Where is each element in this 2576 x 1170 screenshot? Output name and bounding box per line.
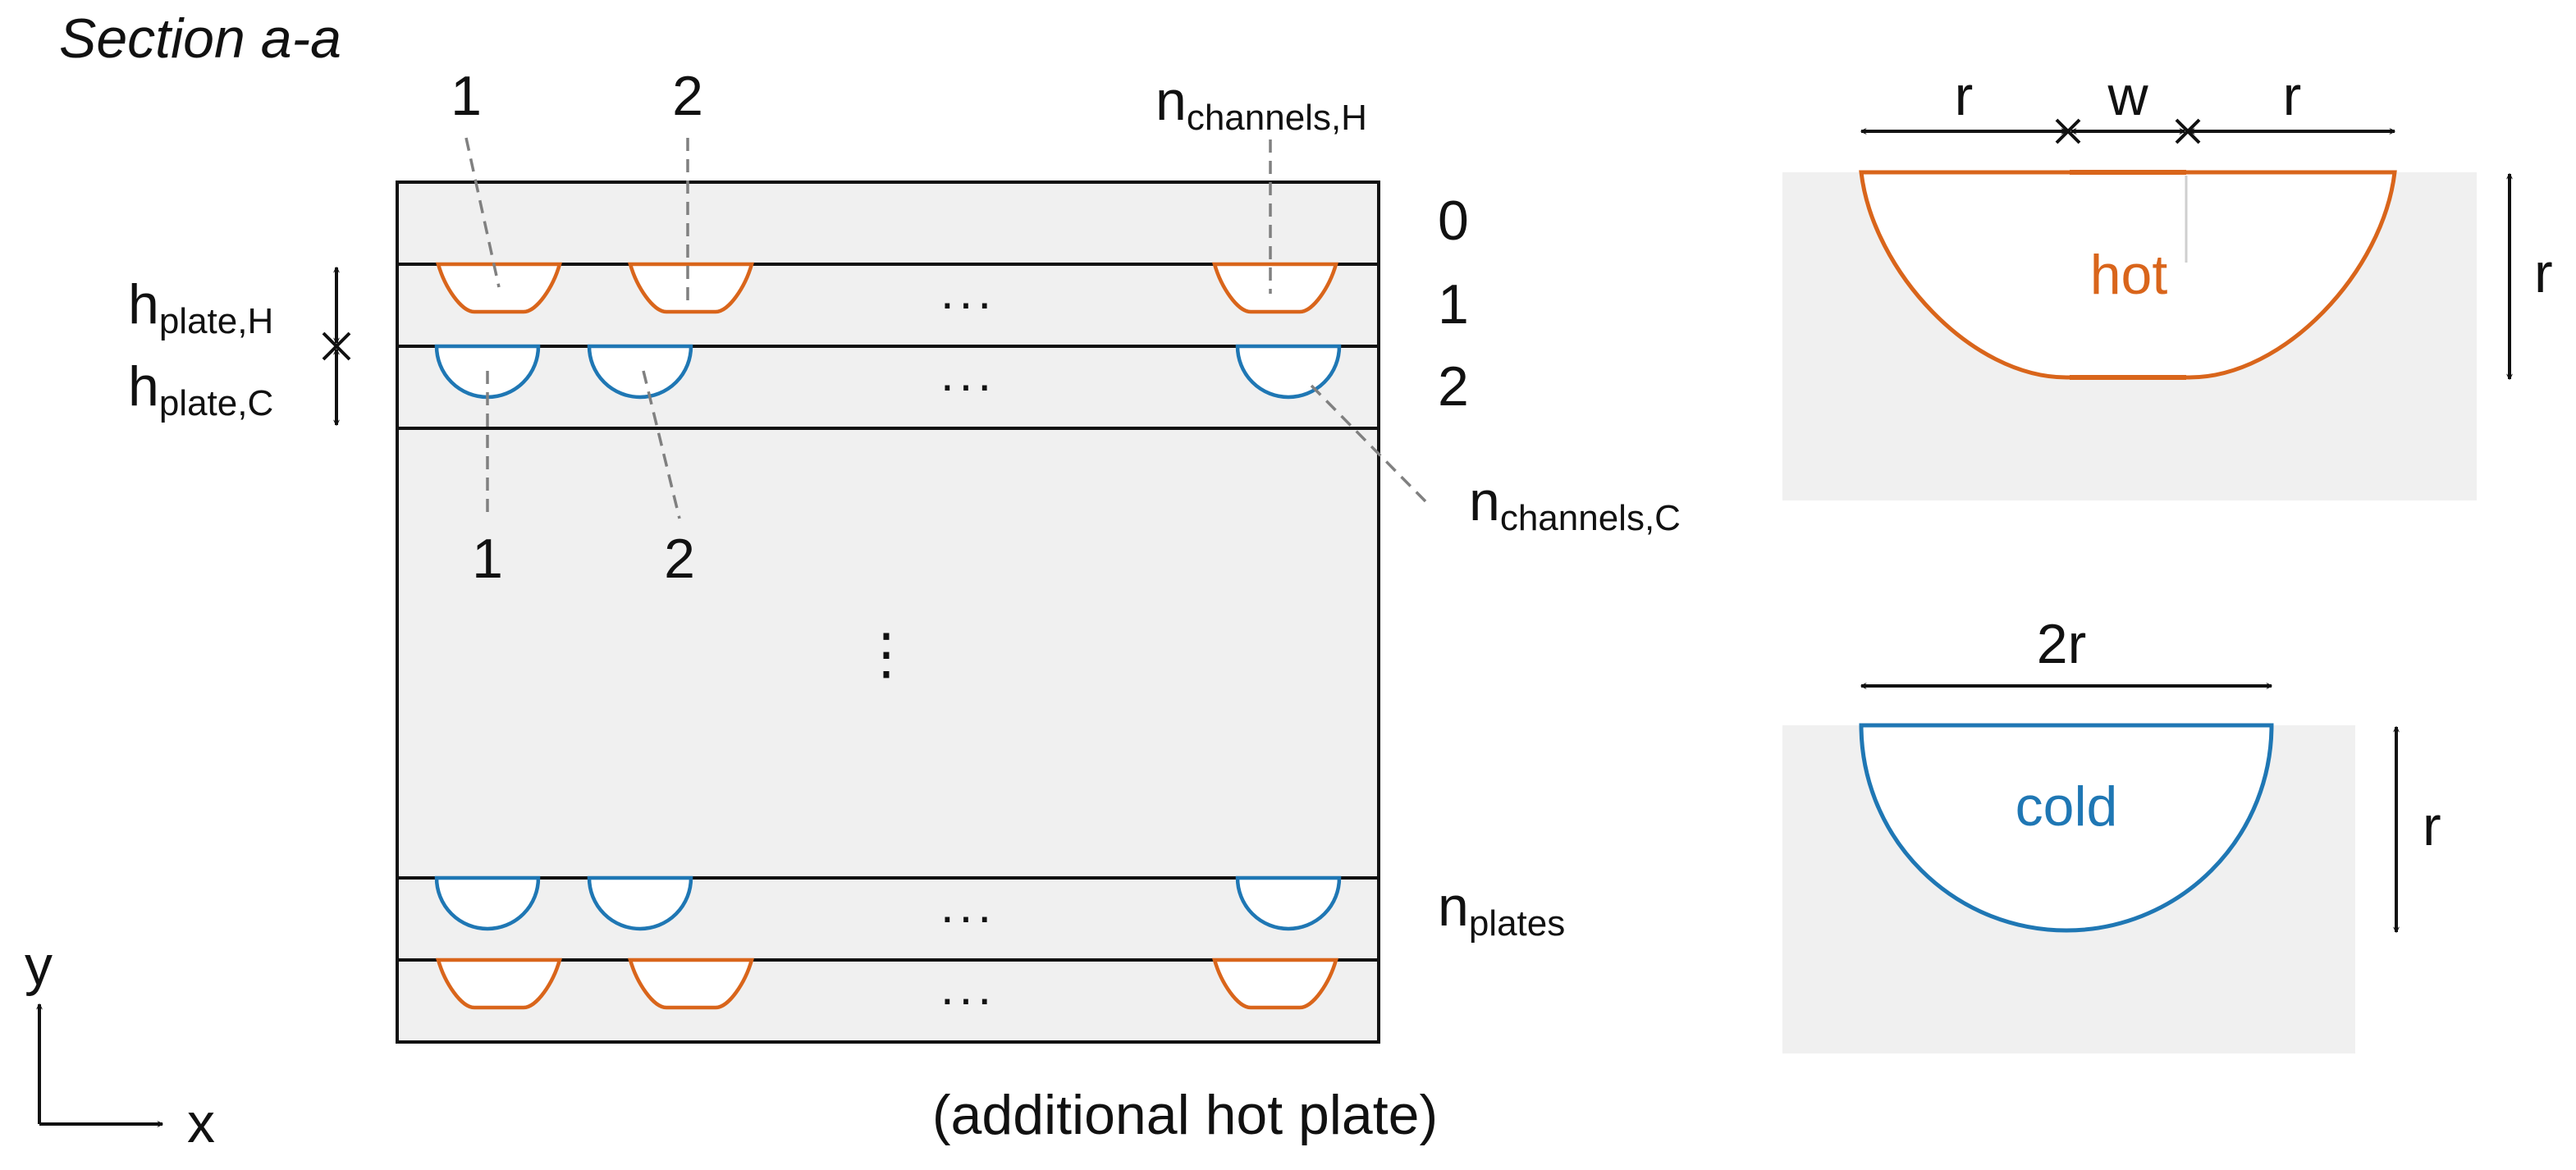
n-plates-base: n: [1438, 875, 1469, 938]
y-axis-label: y: [25, 935, 53, 997]
hot-channel: [436, 957, 562, 1010]
n-plates-sub: plates: [1469, 903, 1565, 944]
coordinate-axes: [39, 1004, 162, 1124]
hot-r-side-label: r: [2534, 242, 2553, 304]
cold-channel-detail: 2r r cold: [1782, 613, 2441, 1053]
cold-channel-index-1: 1: [472, 528, 503, 590]
hot-detail-channel: [1859, 170, 2397, 380]
hot-w-label: w: [2107, 65, 2148, 127]
hot-r-left-label: r: [1955, 65, 1974, 127]
row-number-2: 2: [1438, 355, 1469, 418]
row-number-0: 0: [1438, 190, 1469, 252]
h-plate-h-base: h: [128, 273, 159, 336]
n-channels-c-base: n: [1469, 470, 1500, 532]
hot-channel-index-1: 1: [451, 65, 482, 127]
dimension-cross: [2055, 118, 2081, 144]
hot-channel: [628, 957, 754, 1010]
hot-channels-additional: [436, 957, 1338, 1010]
leader-line: [1310, 384, 1428, 504]
x-axis-label: x: [187, 1092, 215, 1154]
leader-lines: [464, 137, 1428, 519]
cold-r-side-label: r: [2423, 795, 2441, 857]
plate-stack: [396, 181, 1380, 1044]
cold-channel: [434, 875, 541, 931]
hot-channels-row-1: [436, 262, 1338, 314]
n-channels-c-label: nchannels,C: [1469, 470, 1681, 538]
h-plate-h-label: hplate,H: [128, 273, 273, 341]
hot-channel: [628, 262, 754, 314]
cold-label: cold: [2016, 775, 2118, 838]
ellipsis-vertical: ⋮: [858, 623, 914, 685]
ellipsis-row-additional: ...: [940, 960, 996, 1015]
dimension-cross: [322, 331, 351, 361]
cold-channel: [1235, 875, 1342, 931]
section-title: Section a-a: [59, 7, 341, 70]
cold-channel: [587, 344, 693, 400]
leader-line: [464, 137, 501, 288]
cold-channel: [1235, 344, 1342, 400]
ellipsis-row-2: ...: [940, 346, 996, 401]
hot-channel: [1212, 262, 1338, 314]
ellipsis-row-n: ...: [940, 878, 996, 933]
leader-line: [642, 370, 681, 519]
hot-channel-index-2: 2: [672, 65, 703, 127]
hot-channel-detail: r w r r hot: [1782, 65, 2553, 500]
h-plate-c-label: hplate,C: [128, 355, 273, 423]
h-plate-c-base: h: [128, 355, 159, 418]
hot-channel: [1212, 957, 1338, 1010]
h-plate-c-sub: plate,C: [159, 383, 273, 423]
n-channels-c-sub: channels,C: [1500, 498, 1681, 538]
cold-channel-index-2: 2: [664, 528, 695, 590]
plate-stack-outline: [396, 181, 1380, 1044]
cold-two-r-label: 2r: [2037, 613, 2086, 675]
h-plate-h-sub: plate,H: [159, 301, 273, 341]
n-channels-h-sub: channels,H: [1187, 98, 1367, 138]
n-channels-h-label: nchannels,H: [1155, 70, 1367, 138]
cold-channel: [587, 875, 693, 931]
row-number-1: 1: [1438, 273, 1469, 336]
hot-r-right-label: r: [2283, 65, 2302, 127]
cold-detail-channel: [1859, 723, 2274, 933]
plate-height-dimension: [322, 267, 351, 425]
n-plates-label: nplates: [1438, 875, 1565, 944]
n-channels-h-base: n: [1155, 70, 1187, 132]
hot-channel: [436, 262, 562, 314]
dimension-cross: [2175, 118, 2201, 144]
cold-channels-row-n: [434, 875, 1342, 931]
ellipsis-row-1: ...: [940, 264, 996, 319]
hot-label: hot: [2090, 244, 2168, 306]
additional-hot-plate-label: (additional hot plate): [932, 1084, 1438, 1146]
